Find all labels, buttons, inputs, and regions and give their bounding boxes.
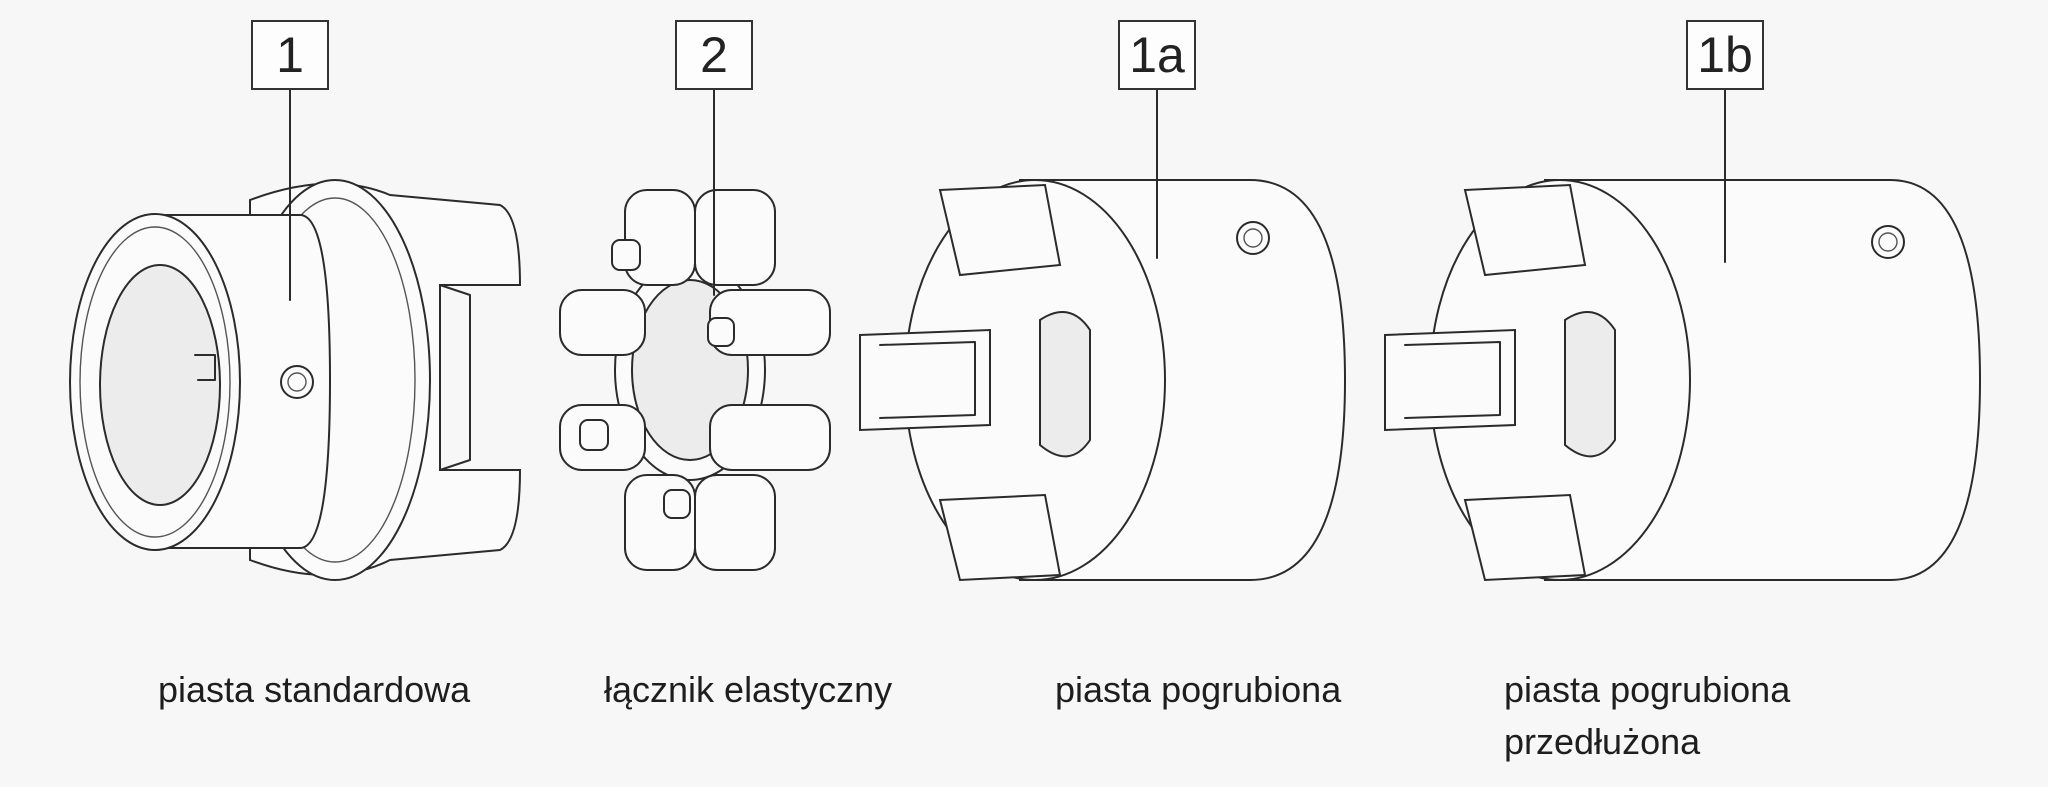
caption-elastic-spider: łącznik elastyczny [604, 664, 892, 716]
caption-reinforced-hub: piasta pogrubiona [1055, 664, 1341, 716]
caption-line: piasta pogrubiona [1055, 669, 1342, 710]
caption-standard-hub: piasta standardowa [158, 664, 470, 716]
caption-reinforced-extended-hub: piasta pogrubiona przedłużona [1504, 664, 1790, 768]
caption-line: łącznik elastyczny [604, 669, 893, 710]
caption-line: piasta standardowa [158, 669, 471, 710]
caption-line: piasta pogrubiona [1504, 669, 1791, 710]
reinforced-extended-hub-illustration [1384, 179, 1982, 582]
caption-line: przedłużona [1504, 721, 1701, 762]
part-number-box-2: 2 [675, 20, 753, 90]
part-number-box-1b: 1b [1686, 20, 1764, 90]
part-number-box-1a: 1a [1118, 20, 1196, 90]
part-number-box-1: 1 [251, 20, 329, 90]
elastic-spider-illustration [559, 189, 831, 571]
reinforced-hub-illustration [859, 179, 1347, 582]
standard-hub-illustration [69, 179, 522, 581]
